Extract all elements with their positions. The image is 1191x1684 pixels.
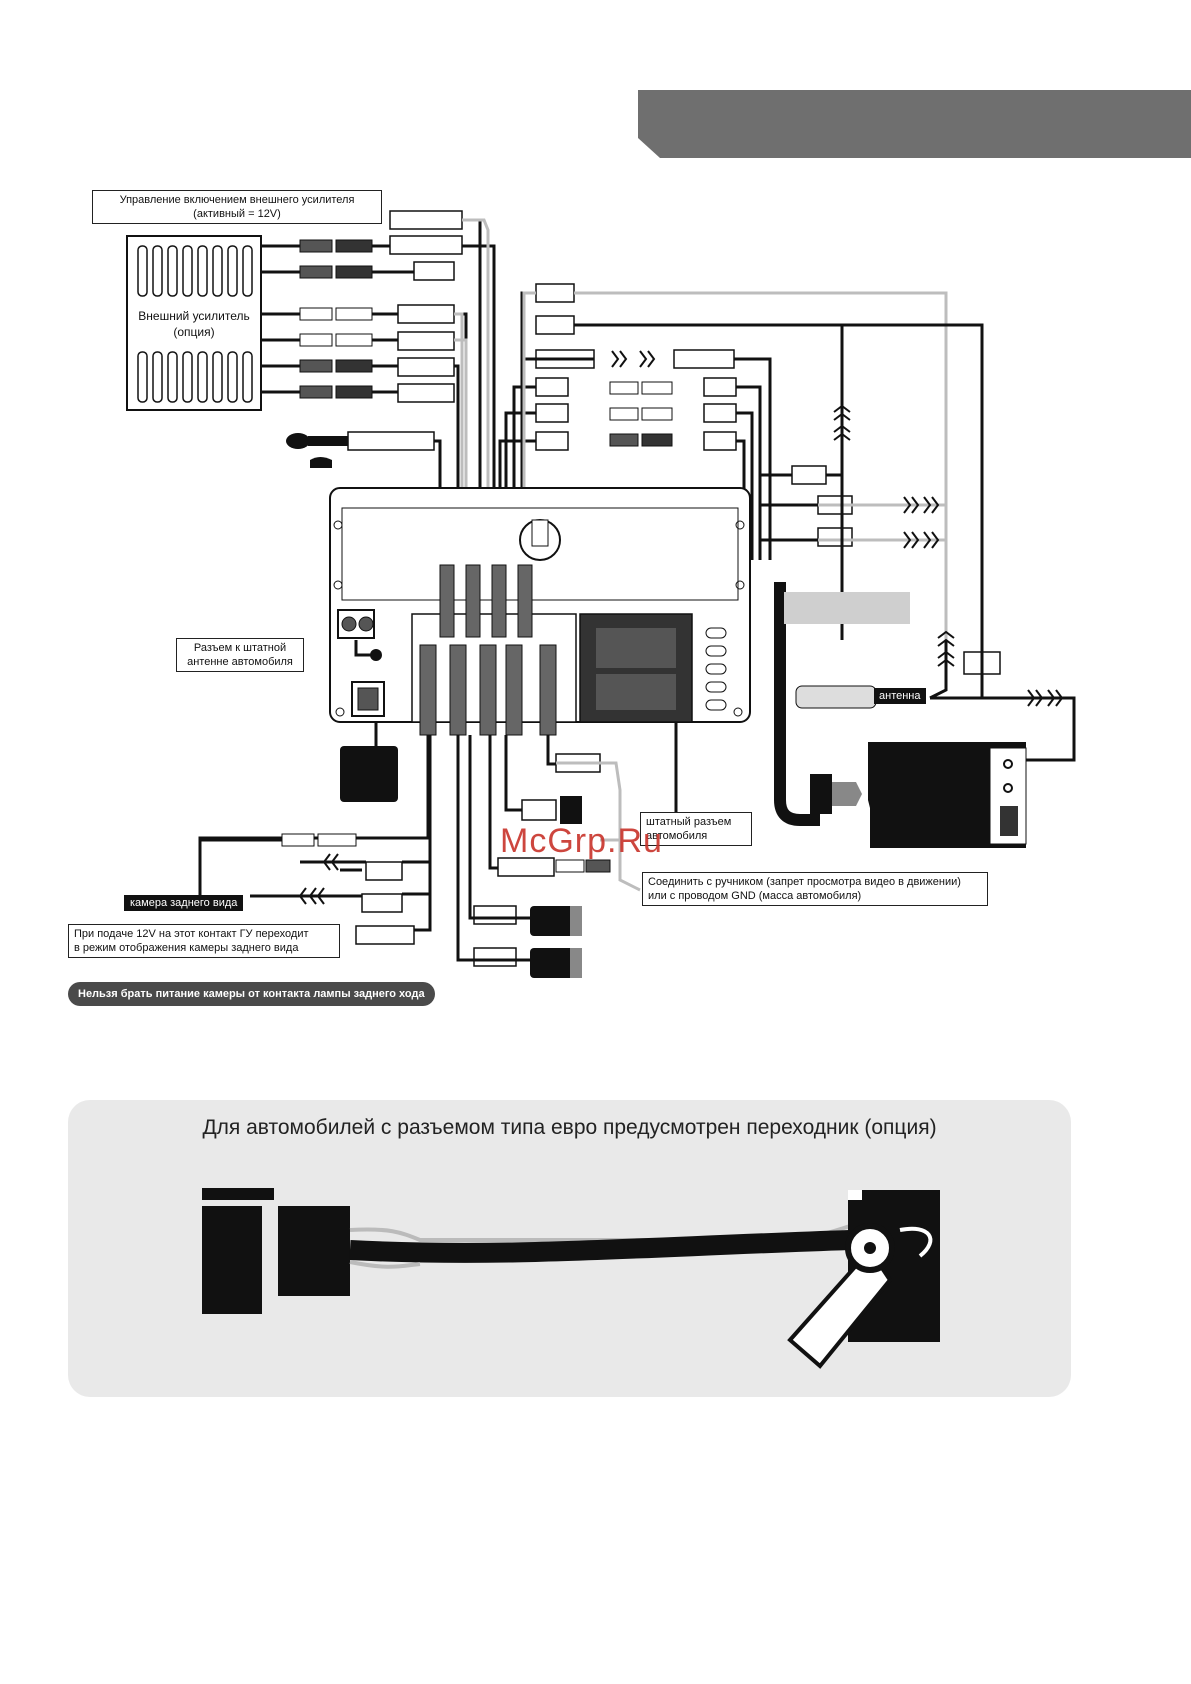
antenna-connector-line2: антенне автомобиля bbox=[187, 656, 293, 668]
black-wires-right bbox=[574, 323, 1076, 762]
plugs bbox=[521, 796, 611, 978]
amp-control-label: Управление включением внешнего усилителя… bbox=[92, 190, 382, 224]
rear-camera-tag: камера заднего вида bbox=[124, 895, 244, 911]
reverse-signal-line2: в режим отображения камеры заднего вида bbox=[74, 942, 299, 954]
antenna-connector-line1: Разъем к штатной bbox=[193, 642, 287, 654]
header-band bbox=[638, 90, 1191, 158]
tuner-box bbox=[868, 742, 1026, 848]
handbrake-line2: или с проводом GND (масса автомобиля) bbox=[648, 890, 862, 902]
stock-connector-label: штатный разъем автомобиля bbox=[640, 812, 752, 846]
camera-rca bbox=[281, 833, 357, 847]
stock-connector-line2: автомобиля bbox=[646, 830, 708, 842]
reverse-signal-line1: При подаче 12V на этот контакт ГУ перехо… bbox=[74, 928, 309, 940]
euro-adapter-title: Для автомобилей с разъемом типа евро пре… bbox=[202, 1116, 937, 1139]
microphone bbox=[286, 433, 348, 468]
handbrake-line1: Соединить с ручником (запрет просмотра в… bbox=[648, 876, 961, 888]
stock-connector-line1: штатный разъем bbox=[646, 816, 732, 828]
amplifier-line2: (опция) bbox=[173, 325, 215, 339]
reverse-signal-label: При подаче 12V на этот контакт ГУ перехо… bbox=[68, 924, 340, 958]
rca-plugs bbox=[299, 239, 373, 399]
amp-control-line2: (активный = 12V) bbox=[193, 208, 281, 220]
watermark: McGrp.Ru bbox=[500, 822, 663, 860]
camera-box bbox=[340, 746, 398, 802]
amplifier-line1: Внешний усилитель bbox=[138, 309, 250, 323]
amplifier-label: Внешний усилитель (опция) bbox=[128, 308, 260, 340]
camera-power-warning: Нельзя брать питание камеры от контакта … bbox=[68, 982, 435, 1006]
euro-adapter-panel: Для автомобилей с разъемом типа евро пре… bbox=[68, 1100, 1071, 1397]
tuner-lead bbox=[774, 582, 1027, 848]
handbrake-label: Соединить с ручником (запрет просмотра в… bbox=[642, 872, 988, 906]
amp-control-line1: Управление включением внешнего усилителя bbox=[119, 194, 355, 206]
center-rca bbox=[609, 381, 673, 447]
head-unit bbox=[329, 487, 751, 736]
gray-wires bbox=[454, 218, 948, 892]
gray-strip bbox=[784, 592, 910, 624]
antenna-label: антенна bbox=[874, 688, 926, 704]
antenna-connector-label: Разъем к штатной антенне автомобиля bbox=[176, 638, 304, 672]
rca-leads bbox=[261, 244, 414, 394]
